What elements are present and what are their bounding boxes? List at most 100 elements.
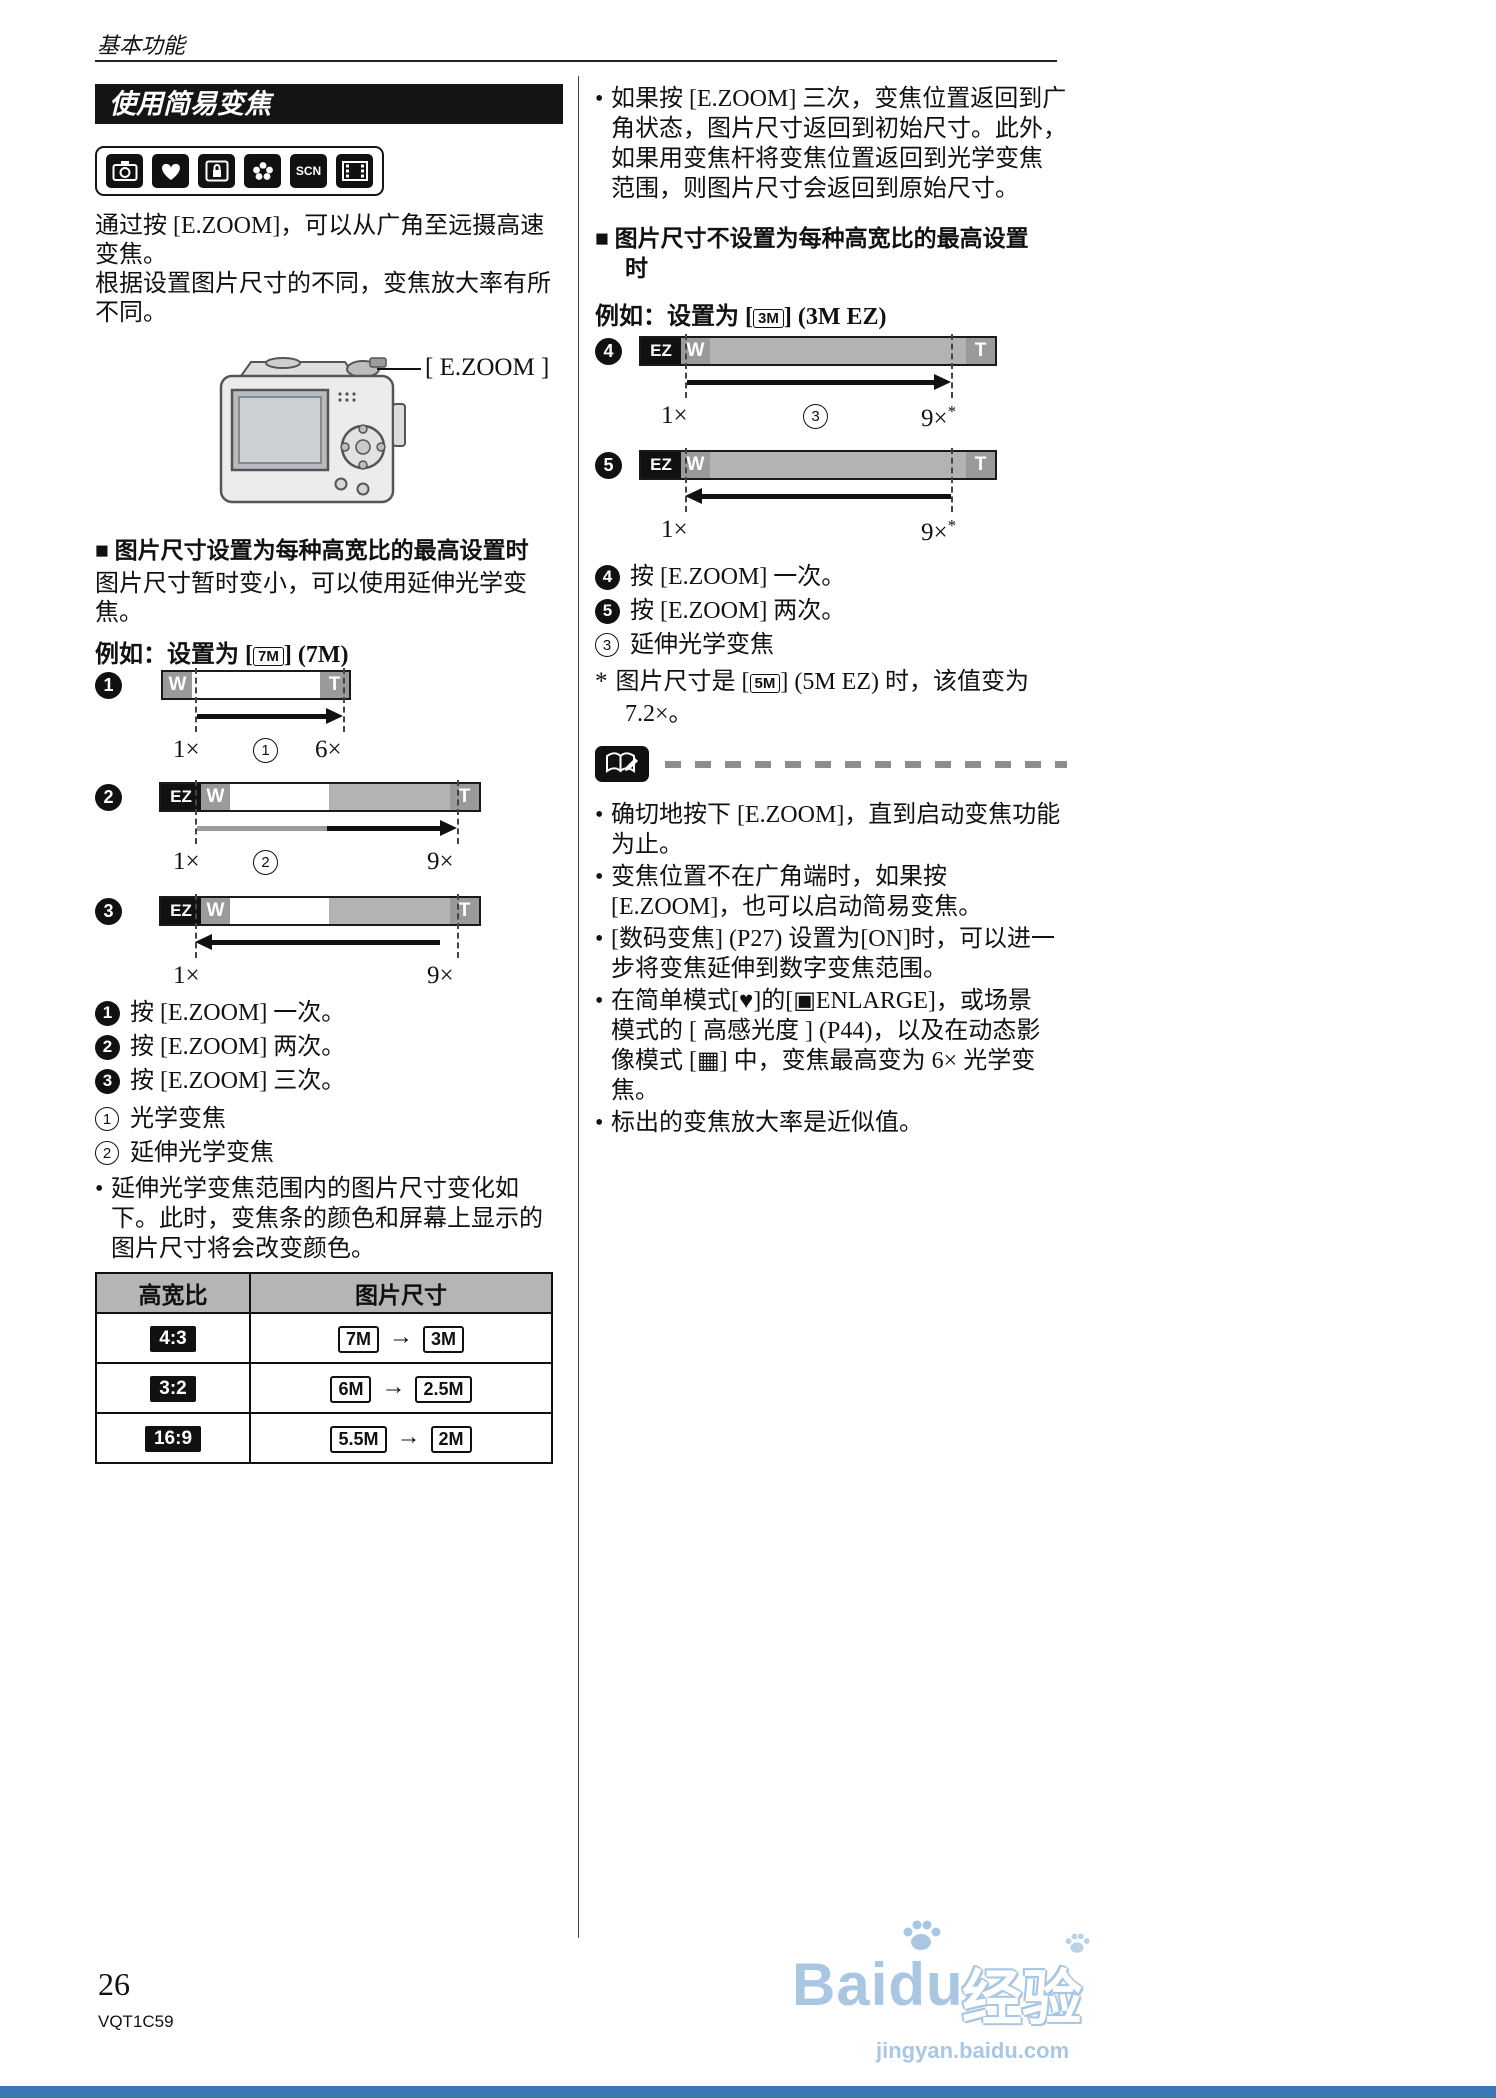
dashed-rule: [665, 760, 1067, 768]
asterisk: *: [947, 402, 957, 421]
zoom-range-arrow: [197, 714, 327, 719]
size-box: 2.5M: [415, 1375, 472, 1403]
tip-item: [数码变焦] (P27) 设置为[ON]时，可以进一 步将变焦延伸到数字变焦范围…: [595, 924, 1067, 984]
zoom-diagram-4: 4 EZ W T 1× 3 9×*: [595, 334, 1067, 434]
camera-illustration: [219, 357, 406, 504]
zoom-start-label: 1×: [173, 848, 200, 875]
picture-size-box-7m: 7M: [253, 647, 284, 666]
size-box: 7M: [337, 1325, 379, 1353]
tele-cap: T: [966, 338, 995, 364]
tip-item: 变焦位置不在广角端时，如果按 [E.ZOOM]，也可以启动简易变焦。: [595, 862, 1067, 922]
watermark-jingyan: 经验: [962, 1965, 1082, 2032]
ez-badge: EZ: [641, 338, 681, 364]
section2-heading: ■ 图片尺寸不设置为每种高宽比的最高设置 时: [595, 226, 1029, 281]
table-row: 4:3 7M→3M: [95, 1312, 553, 1364]
ezoom-label: [ E.ZOOM ]: [425, 354, 550, 381]
zoom-diagram-5: 5 EZ W T 1× 9×*: [595, 448, 1067, 548]
zoom-track: [192, 672, 320, 698]
ratio-badge: 16:9: [144, 1426, 202, 1452]
notes-separator: [595, 746, 1067, 782]
ezoom-reset-note: 如果按 [E.ZOOM] 三次，变焦位置返回到广 角状态，图片尺寸返回到初始尺寸…: [595, 84, 1067, 204]
optical-range-segment: [197, 826, 327, 831]
zoom-end-label: 6×: [315, 736, 342, 763]
zoom-start-label: 1×: [661, 516, 688, 543]
size-box: 2M: [430, 1425, 472, 1453]
tip-item: 确切地按下 [E.ZOOM]，直到启动变焦功能 为止。: [595, 800, 1067, 860]
column-divider: [578, 76, 579, 1938]
right-column: 如果按 [E.ZOOM] 三次，变焦位置返回到广 角状态，图片尺寸返回到初始尺寸…: [595, 84, 1067, 1284]
wide-cap: W: [681, 452, 710, 478]
ez-range-segment: [327, 826, 440, 831]
legend-circle-2: 2: [253, 850, 278, 875]
zoom-end-label: 9×*: [921, 516, 957, 546]
zoom-bar: W T: [161, 670, 351, 700]
zoom-track: [230, 784, 450, 810]
heart-icon: [152, 154, 189, 188]
table-header-size: 图片尺寸: [249, 1272, 553, 1314]
picture-size-box-3m: 3M: [753, 309, 784, 328]
wide-cap: W: [201, 784, 230, 810]
section-title-bar: 使用简易变焦: [95, 84, 563, 124]
document-code: VQT1C59: [98, 2012, 174, 2031]
guide-line: [951, 448, 953, 512]
guide-line: [195, 894, 197, 958]
return-arrow: [212, 940, 440, 945]
flower-macro-icon: [244, 154, 281, 188]
step-marker-3: 3: [95, 898, 122, 925]
zoom-bar: EZ W T: [159, 782, 481, 812]
picture-size-box-5m: 5M: [749, 674, 781, 693]
step-marker-1: 1: [95, 672, 122, 699]
step-marker-4: 4: [595, 338, 622, 365]
zoom-diagram-2: 2 EZ W T 1× 2 9×: [95, 780, 563, 880]
zoom-start-label: 1×: [173, 962, 200, 989]
tip-item: 在简单模式[♥]的[▣ENLARGE]，或场景 模式的 [ 高感光度 ] (P4…: [595, 986, 1067, 1106]
guide-line: [951, 334, 953, 398]
size-table-block: 高宽比 图片尺寸 4:3 7M→3M 3:2 6M→2.5M 16:9: [95, 1272, 563, 1464]
camera-figure: [ E.ZOOM ]: [95, 346, 563, 518]
ratio-badge: 3:2: [150, 1376, 196, 1402]
zoom-track: [710, 452, 966, 478]
arrowhead: [934, 374, 951, 390]
ez-badge: EZ: [161, 898, 201, 924]
zoom-start-label: 1×: [661, 402, 688, 429]
page-number: 26: [98, 1966, 130, 2002]
mode-icon-row: SCN: [95, 146, 563, 196]
step-marker-2: 2: [95, 784, 122, 811]
zoom-track: [230, 898, 450, 924]
example-7m: 例如：设置为 [7M] (7M): [95, 642, 349, 668]
zoom-end-label: 9×: [427, 962, 454, 989]
guide-line: [685, 448, 687, 512]
zoom-end-label: 9×*: [921, 402, 957, 432]
wide-cap: W: [163, 672, 192, 698]
arrow-glyph: →: [389, 1323, 413, 1350]
ezoom-leader-line: [377, 368, 421, 370]
tele-cap: T: [966, 452, 995, 478]
guide-line: [457, 894, 459, 958]
left-column: 使用简易变焦 SCN: [95, 84, 563, 1554]
zoom-diagram-3: 3 EZ W T 1× 9×: [95, 894, 563, 994]
zoom-track: [710, 338, 966, 364]
zoom-start-label: 1×: [173, 736, 200, 763]
arrowhead: [195, 934, 212, 950]
zoom-bar: EZ W T: [639, 336, 997, 366]
arrowhead: [685, 488, 702, 504]
arrow-glyph: →: [381, 1373, 406, 1400]
section1-text: 图片尺寸暂时变小，可以使用延伸光学变 焦。: [95, 571, 527, 626]
ez-color-note: 延伸光学变焦范围内的图片尺寸变化如 下。此时，变焦条的颜色和屏幕上显示的 图片尺…: [95, 1174, 563, 1264]
asterisk: *: [947, 516, 957, 535]
zoom-diagram-1: 1 W T 1× 1 6×: [95, 668, 563, 768]
return-arrow: [702, 494, 951, 499]
paw-icon-small: [1065, 1933, 1090, 1953]
tele-cap: T: [450, 784, 479, 810]
guide-line: [457, 780, 459, 844]
paw-icon: [903, 1920, 941, 1950]
legend-circle-1: 1: [253, 738, 278, 763]
